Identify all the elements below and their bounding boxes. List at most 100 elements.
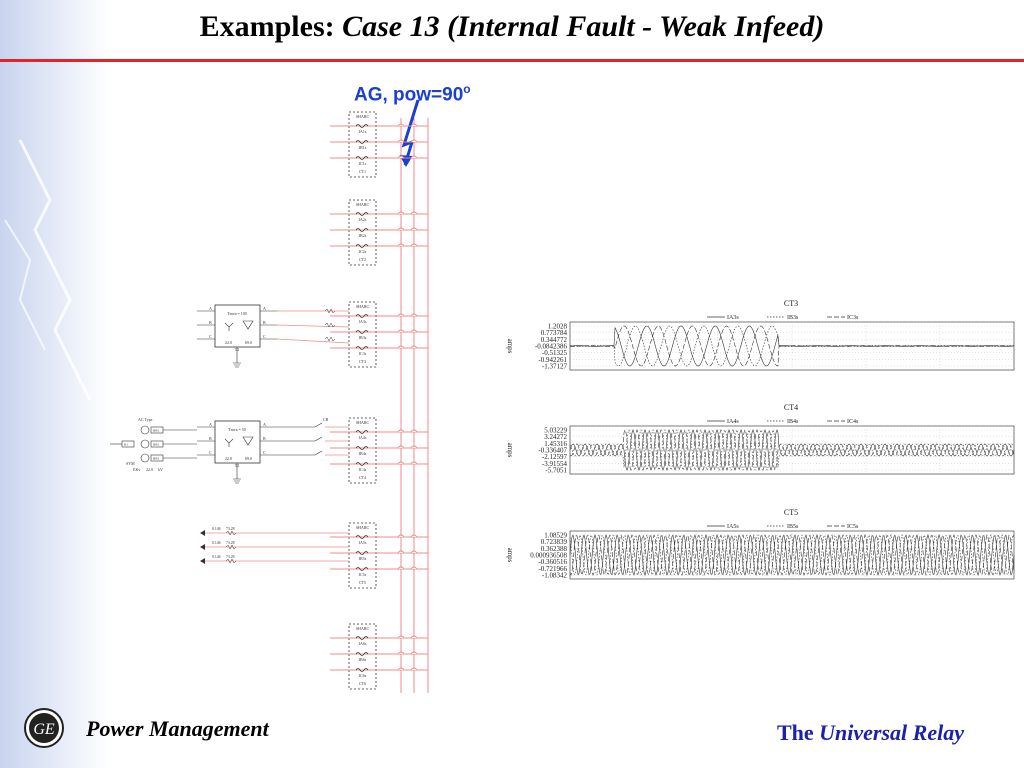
ct-row-label: IB4s — [359, 451, 367, 456]
svg-text:EKv: EKv — [133, 467, 140, 472]
svg-text:0.146: 0.146 — [212, 541, 221, 545]
svg-text:BR1: BR1 — [153, 457, 160, 461]
ct-row-label: IB6s — [359, 657, 367, 662]
svg-text:R1: R1 — [124, 443, 128, 447]
chart-title: CT3 — [784, 299, 798, 308]
svg-text:22.0: 22.0 — [225, 456, 232, 461]
y-tick-label: 0.773784 — [541, 329, 568, 337]
ct-box-footer: CT2 — [359, 257, 366, 262]
svg-text:22.0: 22.0 — [225, 340, 232, 345]
y-tick-label: 3.24272 — [544, 433, 567, 441]
ct-box-footer: CT4 — [359, 475, 366, 480]
series-IB5s — [569, 534, 1015, 576]
series-IA5s — [569, 534, 1015, 576]
y-tick-label: 1.08529 — [544, 532, 567, 540]
title-prefix: Examples: — [199, 10, 343, 43]
slide-title: Examples: Case 13 (Internal Fault - Weak… — [0, 10, 1024, 44]
legend-entry: IC4s — [847, 419, 859, 425]
y-tick-label: 0.344772 — [541, 336, 568, 344]
series-IB3s — [570, 325, 1015, 367]
ct-box-header: SHARC — [356, 420, 370, 425]
svg-text:Tmva = 100: Tmva = 100 — [227, 311, 247, 316]
svg-text:C: C — [263, 450, 266, 455]
svg-text:Tmva = 50: Tmva = 50 — [228, 427, 246, 432]
y-tick-label: 1.2028 — [548, 323, 568, 331]
footer-universal-relay: The Universal Relay — [777, 720, 964, 746]
svg-text:SYM: SYM — [126, 461, 135, 466]
svg-text:BR1: BR1 — [153, 443, 160, 447]
y-tick-label: -5.7051 — [545, 467, 567, 475]
ct-row-label: IC4s — [359, 467, 367, 472]
legend-entry: IB3s — [787, 315, 799, 321]
ct-box-header: SHARC — [356, 304, 370, 309]
ct-row-label: IB5s — [359, 556, 367, 561]
svg-text:A: A — [209, 422, 212, 427]
ct-row-label: IA2s — [359, 217, 367, 222]
y-tick-label: 5.03229 — [544, 427, 567, 435]
ge-logo-icon: GE — [24, 708, 64, 748]
fault-label-degree: o — [463, 82, 471, 96]
y-axis-label: amps — [506, 443, 514, 458]
ct-row-label: IA6s — [359, 641, 367, 646]
y-tick-label: -0.721966 — [538, 565, 567, 573]
svg-text:AC Type: AC Type — [138, 417, 153, 422]
legend-entry: IC5s — [847, 524, 859, 530]
ct-row-label: IA4s — [359, 435, 367, 440]
ct-box-header: SHARC — [356, 626, 370, 631]
y-tick-label: -0.0842386 — [535, 343, 568, 351]
legend-entry: IC3s — [847, 315, 859, 321]
svg-text:A: A — [263, 422, 266, 427]
svg-text:69.0: 69.0 — [245, 340, 252, 345]
y-tick-label: -1.37127 — [542, 363, 568, 371]
svg-text:22.0: 22.0 — [146, 467, 153, 472]
footer-the: The — [776, 720, 820, 745]
ct-row-label: IA1s — [359, 129, 367, 134]
fault-label-text: AG, pow=90 — [354, 84, 464, 106]
ct-row-label: IC3s — [359, 351, 367, 356]
svg-text:B: B — [263, 436, 266, 441]
ct-row-label: IA5s — [359, 540, 367, 545]
y-tick-label: 0.362388 — [541, 545, 568, 553]
svg-text:A: A — [209, 306, 212, 311]
load-3: 0.146 73.28 — [200, 555, 349, 564]
ct-box-header: SHARC — [356, 525, 370, 530]
title-case: Case 13 (Internal Fault - Weak Infeed) — [342, 10, 825, 43]
fault-bolt-icon — [401, 99, 420, 166]
y-tick-label: -0.51325 — [542, 349, 568, 357]
series-IB4s — [569, 429, 1015, 471]
svg-text:69.0: 69.0 — [245, 456, 252, 461]
svg-text:kV: kV — [158, 467, 163, 472]
ct-row-label: IA3s — [359, 319, 367, 324]
y-tick-label: 0.000936508 — [530, 552, 567, 560]
svg-text:A: A — [263, 306, 266, 311]
svg-text:73.28: 73.28 — [226, 555, 235, 559]
y-axis-label: amps — [506, 339, 514, 354]
svg-text:0.146: 0.146 — [212, 527, 221, 531]
svg-text:C: C — [209, 334, 212, 339]
y-tick-label: -0.360516 — [538, 558, 567, 566]
footer-power-management: Power Management — [86, 716, 269, 741]
chart-title: CT4 — [784, 403, 798, 412]
svg-text:GE: GE — [33, 721, 55, 738]
title-divider — [0, 59, 1024, 62]
ct-box-footer: CT6 — [359, 681, 366, 686]
ct-row-label: IC5s — [359, 572, 367, 577]
ct-row-label: IB3s — [359, 335, 367, 340]
fault-label: AG, pow=90o — [354, 82, 471, 106]
svg-text:0.146: 0.146 — [212, 555, 221, 559]
footer-universal-relay-text: Universal Relay — [819, 720, 964, 745]
y-tick-label: -0.942261 — [538, 356, 567, 364]
